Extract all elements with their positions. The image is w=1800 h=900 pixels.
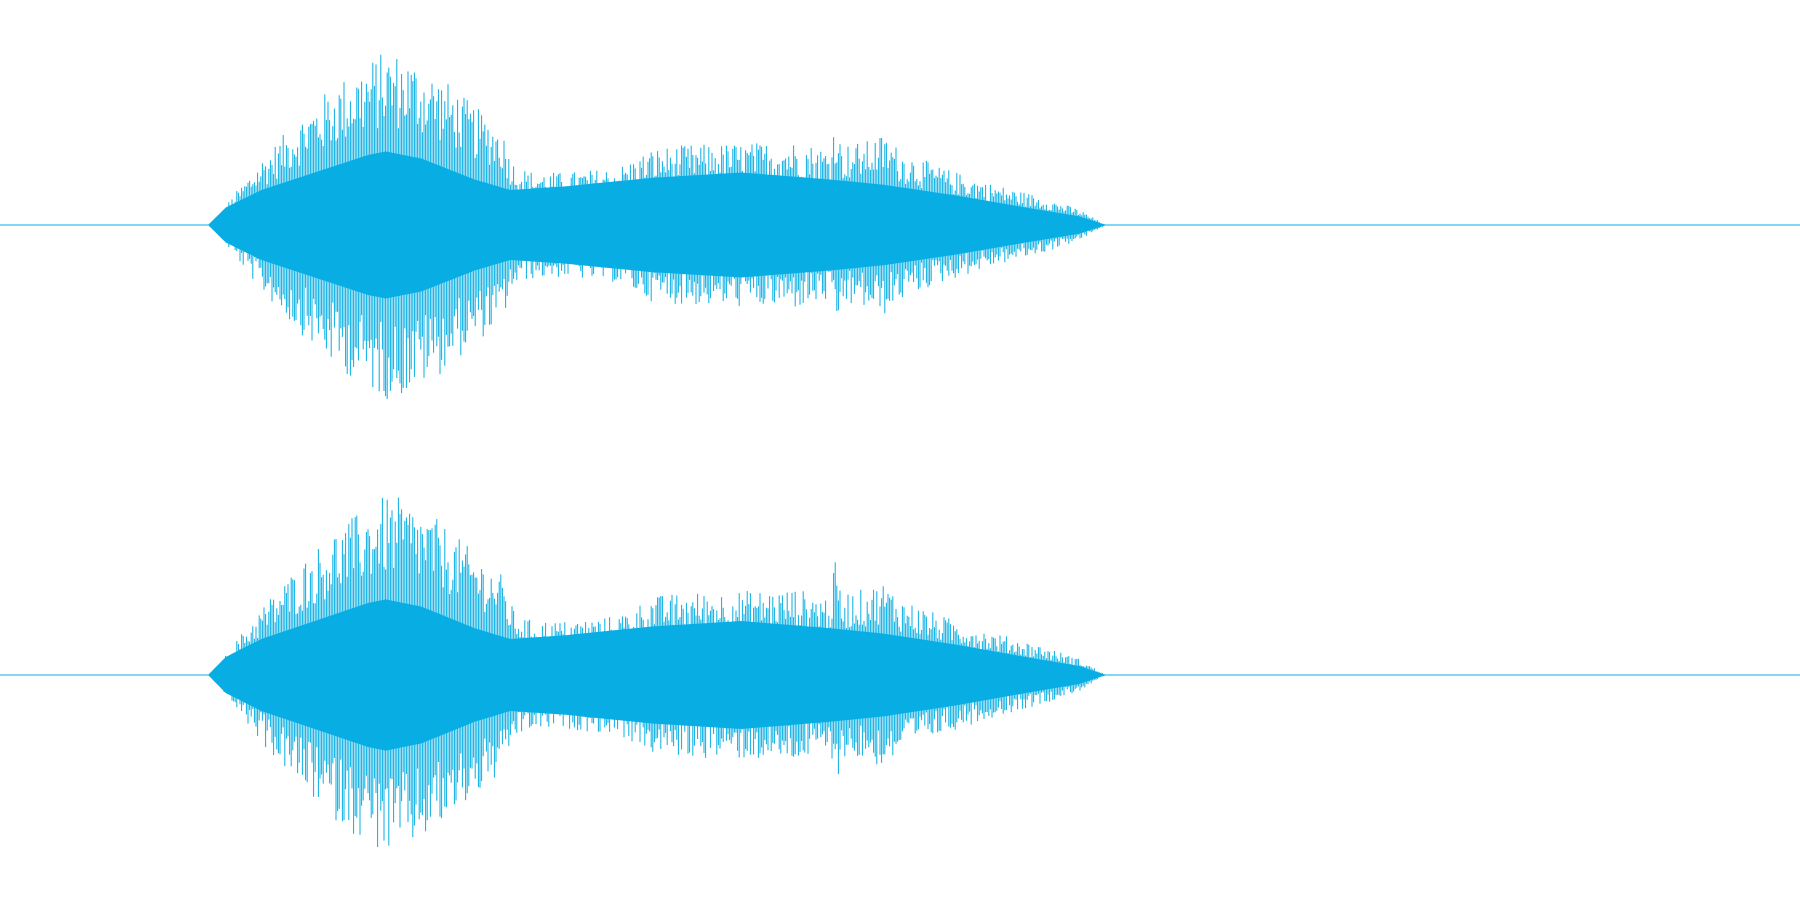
channel-1-waveform-strokes (209, 54, 1107, 399)
channel-2-track (0, 497, 1800, 847)
channel-2-waveform-strokes (209, 497, 1107, 847)
channel-1-track (0, 54, 1800, 399)
